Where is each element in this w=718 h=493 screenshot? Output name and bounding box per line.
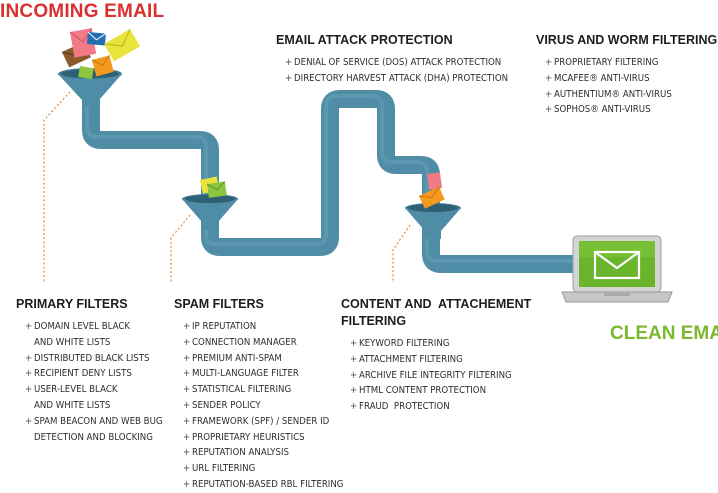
list-item: CONNECTION MANAGER [183, 335, 344, 351]
envelope-icon [418, 186, 445, 209]
email-attack-title: EMAIL ATTACK PROTECTION [276, 33, 453, 47]
pipe [82, 90, 580, 273]
envelope-icon [86, 31, 107, 46]
envelope-icon [103, 28, 140, 62]
virus-worm-title: VIRUS AND WORM FILTERING [536, 33, 718, 47]
funnel-icon [182, 194, 238, 230]
list-item: DIRECTORY HARVEST ATTACK (DHA) PROTECTIO… [285, 71, 508, 87]
list-item: ATTACHMENT FILTERING [350, 352, 531, 368]
spam-filters-section: SPAM FILTERS IP REPUTATION CONNECTION MA… [174, 296, 344, 493]
leader-spam [170, 214, 191, 283]
content-filtering-title-line1: CONTENT AND ATTACHEMENT [341, 297, 532, 311]
laptop-icon [561, 235, 673, 303]
spam-filters-title: SPAM FILTERS [174, 297, 264, 311]
list-item: FRAMEWORK (SPF) / SENDER ID [183, 414, 344, 430]
content-filtering-section: CONTENT AND ATTACHEMENT FILTERING KEYWOR… [341, 296, 531, 415]
envelope-icon [206, 181, 227, 198]
envelope-icon [91, 55, 114, 77]
list-item: HTML CONTENT PROTECTION [350, 383, 531, 399]
list-item: MCAFEE® ANTI-VIRUS [545, 71, 717, 87]
email-attack-list: DENIAL OF SERVICE (DOS) ATTACK PROTECTIO… [276, 55, 508, 87]
list-item: PROPRIETARY HEURISTICS [183, 430, 344, 446]
content-filtering-title: CONTENT AND ATTACHEMENT FILTERING [341, 296, 531, 330]
envelope-icon [78, 66, 94, 80]
list-item: SENDER POLICY [183, 398, 344, 414]
list-item: REPUTATION ANALYSIS [183, 445, 344, 461]
list-item: DISTRIBUTED BLACK LISTS [25, 351, 163, 367]
list-item: ARCHIVE FILE INTEGRITY FILTERING [350, 368, 531, 384]
list-item: AUTHENTIUM® ANTI-VIRUS [545, 87, 717, 103]
envelope-cluster-incoming [61, 27, 140, 80]
primary-filters-title: PRIMARY FILTERS [16, 297, 128, 311]
leader-primary [43, 91, 71, 283]
virus-worm-list: PROPRIETARY FILTERING MCAFEE® ANTI-VIRUS… [536, 55, 717, 118]
list-item: FRAUD PROTECTION [350, 399, 531, 415]
list-item: SOPHOS® ANTI-VIRUS [545, 102, 717, 118]
leader-lines [43, 91, 411, 283]
funnel-icon [405, 203, 461, 239]
virus-worm-section: VIRUS AND WORM FILTERING PROPRIETARY FIL… [536, 32, 717, 118]
pipe-path [82, 90, 580, 273]
spam-filters-list: IP REPUTATION CONNECTION MANAGER PREMIUM… [174, 319, 344, 493]
email-attack-section: EMAIL ATTACK PROTECTION DENIAL OF SERVIC… [276, 32, 508, 87]
incoming-email-label: INCOMING EMAIL [0, 1, 165, 22]
list-item: IP REPUTATION [183, 319, 344, 335]
envelope-icon [427, 172, 443, 190]
envelope-cluster-spam [200, 176, 227, 198]
list-item: URL FILTERING [183, 461, 344, 477]
leader-content [392, 224, 411, 283]
pipe-highlight [85, 92, 576, 263]
list-item: MULTI-LANGUAGE FILTER [183, 366, 344, 382]
content-filtering-title-line2: FILTERING [341, 314, 407, 328]
list-item: STATISTICAL FILTERING [183, 382, 344, 398]
content-filtering-list: KEYWORD FILTERING ATTACHMENT FILTERING A… [341, 336, 531, 415]
list-item: PROPRIETARY FILTERING [545, 55, 717, 71]
list-item: DENIAL OF SERVICE (DOS) ATTACK PROTECTIO… [285, 55, 508, 71]
clean-email-label: CLEAN EMAIL [610, 323, 718, 344]
list-item: PREMIUM ANTI-SPAM [183, 351, 344, 367]
list-item: RECIPIENT DENY LISTS [25, 366, 163, 382]
list-item: KEYWORD FILTERING [350, 336, 531, 352]
envelope-cluster-content [418, 172, 445, 209]
envelope-icon [593, 250, 641, 280]
